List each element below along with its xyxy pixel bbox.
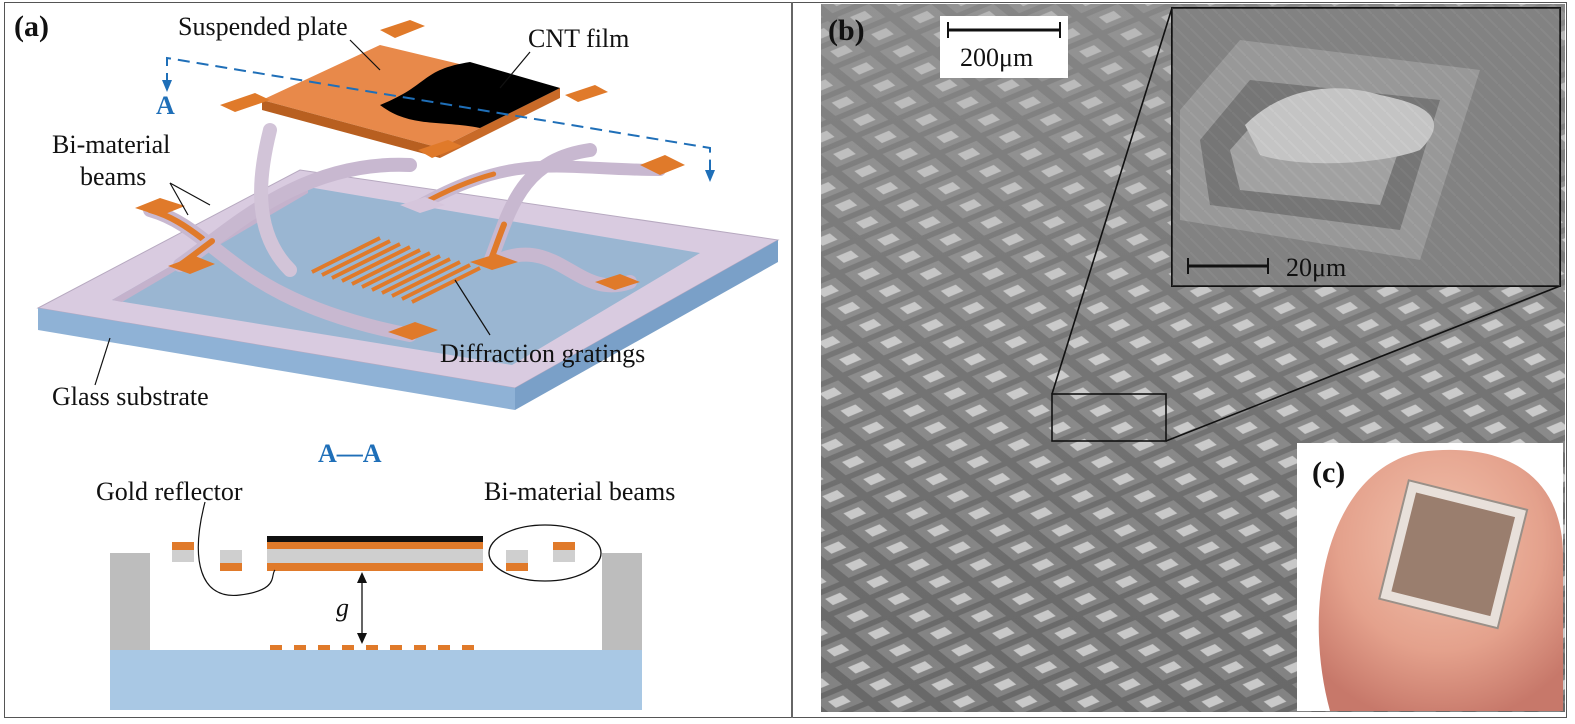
beams-highlight-ellipse [488,524,602,582]
section-marker-a: A [156,91,175,120]
anchor-pads [135,155,685,340]
panel-c-photo [1297,443,1564,711]
label-suspended-plate: Suspended plate [178,12,348,41]
scale-inset-text: 20μm [1286,253,1346,282]
figure-frame [4,2,1567,718]
label-bi-material-line1: Bi-material [52,130,170,159]
label-bi-material-section: Bi-material beams [484,477,675,506]
sem-inset [1171,7,1561,287]
label-glass-substrate: Glass substrate [52,382,209,411]
cross-section [110,501,642,710]
panel-c-label: (c) [1312,456,1345,489]
suspended-plate [220,20,608,158]
scale-main-text: 200μm [960,43,1033,72]
panel-divider [791,2,793,718]
gap-label: g [336,593,349,622]
panel-b-label: (b) [828,14,865,47]
label-bi-material-line2: beams [80,162,146,191]
device-chip [1378,479,1529,630]
section-line-a [162,56,715,182]
section-title: A—A [318,439,382,468]
leader-lines [94,39,531,386]
panel-a: (a) [14,10,780,710]
diffraction-gratings [311,236,481,304]
panel-a-label: (a) [14,10,49,43]
cnt-film [380,62,560,128]
label-diffraction-gratings: Diffraction gratings [440,339,645,368]
scale-bar-main [940,16,1068,78]
label-cnt-film: CNT film [528,24,629,53]
label-gold-reflector: Gold reflector [96,477,243,506]
zoom-indicator [1051,7,1561,442]
